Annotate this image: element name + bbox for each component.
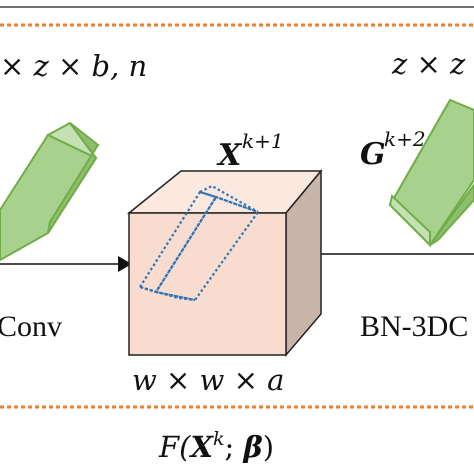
svg-text:k+2: k+2 <box>384 127 426 151</box>
left-op-label: Conv <box>0 310 62 343</box>
right-kernel-bar <box>388 98 474 248</box>
tensor-g-label: G k+2 <box>360 127 426 172</box>
svg-text:G: G <box>360 137 386 172</box>
top-dims-right: z × z <box>391 47 466 81</box>
tensor-x-label: X k+1 <box>216 129 284 173</box>
dotted-kernel-box <box>138 184 260 302</box>
input-arrow-head <box>118 256 132 272</box>
function-label: F(Xk; β) <box>158 428 274 464</box>
svg-text:k+1: k+1 <box>242 129 284 153</box>
top-dims-left: × z × b, n <box>0 49 147 83</box>
svg-text:X: X <box>216 138 243 173</box>
cube-dims-label: w × w × a <box>132 363 284 397</box>
cube-front-face <box>128 212 287 356</box>
right-op-label: BN-3DC <box>360 310 468 343</box>
left-kernel-bar <box>0 121 100 262</box>
feature-cube <box>126 168 323 358</box>
